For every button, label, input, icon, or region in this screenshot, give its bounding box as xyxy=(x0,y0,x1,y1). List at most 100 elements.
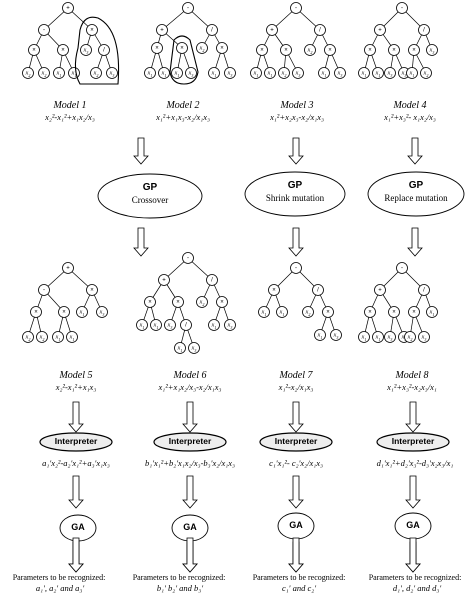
model-8-tree-node xyxy=(396,262,408,274)
model-1-tree-node-label: x1 xyxy=(71,71,77,78)
model-1-tree-node xyxy=(28,44,40,56)
model-6-tree-node xyxy=(180,319,192,331)
model-3-tree-node-label: x3 xyxy=(295,71,301,78)
model-4-tree-node-label: × xyxy=(368,48,372,54)
model-4-tree-node xyxy=(418,24,430,36)
ga-4-label: GA xyxy=(406,520,420,530)
model-5-tree-node-label: × xyxy=(62,310,66,316)
model-3-tree-node xyxy=(334,67,346,79)
model-8-tree-node-label: + xyxy=(378,288,382,294)
arrow-model-to-interpreter-4 xyxy=(405,401,421,433)
model-5-tree-node-label: x3 xyxy=(99,310,105,317)
model-2-formula: x₁²+x₁x₃-x₂/x₁x₃ xyxy=(156,112,210,122)
model-8-tree-node-label: × xyxy=(392,310,396,316)
model-4-tree-node xyxy=(420,67,432,79)
model-7-tree-node xyxy=(302,306,314,318)
model-6-tree-node-label: x3 xyxy=(167,323,173,330)
model-7-tree-node xyxy=(290,262,302,274)
model-7-tree-node xyxy=(268,284,280,296)
model-2-name: Model 2 xyxy=(166,100,200,111)
model-6-tree-node-label: / xyxy=(185,323,187,329)
model-8-name: Model 8 xyxy=(395,370,429,381)
model-5-tree-node xyxy=(76,306,88,318)
model-8-tree-node-label: x1 xyxy=(375,335,381,342)
model-5-tree-node xyxy=(58,306,70,318)
model-5-tree-node xyxy=(36,331,48,343)
model-3-tree-node xyxy=(324,44,336,56)
model-1-tree-node-label: × xyxy=(32,48,36,54)
model-2-tree-node xyxy=(196,42,208,54)
model-4-tree-node-label: - xyxy=(401,6,403,12)
model-8-tree-node-label: × xyxy=(368,310,372,316)
interpreter-3-ellipse xyxy=(259,432,333,452)
model-4-formula: x₁²+x₃²- x₁x₂/x₃ xyxy=(384,112,436,122)
model-2-tree-node-label: / xyxy=(211,28,213,34)
model-7-tree-node-label: / xyxy=(317,288,319,294)
model-8-formula: x₁²+x₃²-x₂x₃/x₁ xyxy=(387,382,437,392)
model-3-tree-node xyxy=(250,67,262,79)
model-1-selection xyxy=(74,16,120,85)
model-4-tree-node xyxy=(372,67,384,79)
model-2-selection xyxy=(169,35,199,85)
model-2-tree-node-label: x1 xyxy=(174,71,180,78)
model-6-tree-node-label: x2 xyxy=(199,300,205,307)
model-5-name: Model 5 xyxy=(59,370,93,381)
model-4-tree-node-label: x3 xyxy=(429,48,435,55)
model-1-tree-node xyxy=(62,2,74,14)
model-5-tree-node-label: × xyxy=(90,288,94,294)
model-1-tree-node xyxy=(98,44,110,56)
model-3-tree-node-label: / xyxy=(319,28,321,34)
model-5-tree-node xyxy=(86,284,98,296)
interpreted-formula-3: c₁'x₁²- c₂'x₂/x₁x₃ xyxy=(269,458,323,468)
model-2-tree-node xyxy=(156,24,168,36)
model-4-tree-node-label: / xyxy=(423,28,425,34)
model-7-tree-node xyxy=(314,329,326,341)
model-8-tree-node xyxy=(364,306,376,318)
model-2-tree-node-label: x3 xyxy=(227,71,233,78)
model-5-tree-node-label: x1 xyxy=(69,335,75,342)
model-8-tree-node-label: - xyxy=(401,266,403,272)
model-6-tree-node xyxy=(196,296,208,308)
model-6-tree-node xyxy=(216,296,228,308)
model-5-tree-node-label: × xyxy=(34,310,38,316)
model-8-tree-node-label: x2 xyxy=(407,335,413,342)
model-2-tree-node-label: × xyxy=(180,46,184,52)
ga-1-label: GA xyxy=(71,522,85,532)
model-8-tree-node xyxy=(426,306,438,318)
model-5-tree-node xyxy=(38,284,50,296)
gp-shrink-title: GP xyxy=(287,180,303,191)
model-2-tree-node xyxy=(208,67,220,79)
model-6-tree-node xyxy=(206,274,218,286)
model-4-tree-node-label: x1 xyxy=(409,71,415,78)
arrow-model3-to-shrink xyxy=(288,137,304,165)
model-5-tree-node xyxy=(62,262,74,274)
model-6-tree-node-label: × xyxy=(148,300,152,306)
interpreted-formula-4: d₁'x₁²+d₂'x₃²-d₃'x₂x₃/x₁ xyxy=(376,458,454,468)
interpreter-1-ellipse xyxy=(39,432,113,452)
model-7-tree-node-label: x1 xyxy=(279,310,285,317)
arrow-shrink-to-model7 xyxy=(288,227,304,257)
model-1-tree-node-label: x3 xyxy=(109,71,115,78)
model-4-tree-node xyxy=(396,2,408,14)
model-6-tree-node xyxy=(150,319,162,331)
model-6-tree-node-label: x3 xyxy=(227,323,233,330)
model-7-tree-node-label: × xyxy=(326,310,330,316)
model-6-tree-node xyxy=(208,319,220,331)
model-1-tree-node xyxy=(57,44,69,56)
model-6-tree-node-label: x1 xyxy=(177,346,183,353)
model-3-tree-node xyxy=(318,67,330,79)
model-4-tree-node xyxy=(384,67,396,79)
model-2-tree-node-label: x2 xyxy=(199,46,205,53)
model-3-tree-node xyxy=(292,67,304,79)
model-6-tree-node xyxy=(188,342,200,354)
model-2-tree-node-label: × xyxy=(220,46,224,52)
model-3-tree-node-label: × xyxy=(260,48,264,54)
model-1-tree-node xyxy=(53,67,65,79)
model-8-tree-node xyxy=(418,284,430,296)
model-5-tree-node xyxy=(66,331,78,343)
interpreter-2-label: Interpreter xyxy=(168,436,212,446)
model-7-formula: x₁²-x₂/x₁x₃ xyxy=(278,382,314,392)
model-4-tree-node-label: x3 xyxy=(401,71,407,78)
interpreted-formula-2: b₁'x₁²+b₂'x₁x₂/x₃-b₃'x₂/x₁x₃ xyxy=(144,458,235,468)
interpreter-1-label: Interpreter xyxy=(54,436,98,446)
